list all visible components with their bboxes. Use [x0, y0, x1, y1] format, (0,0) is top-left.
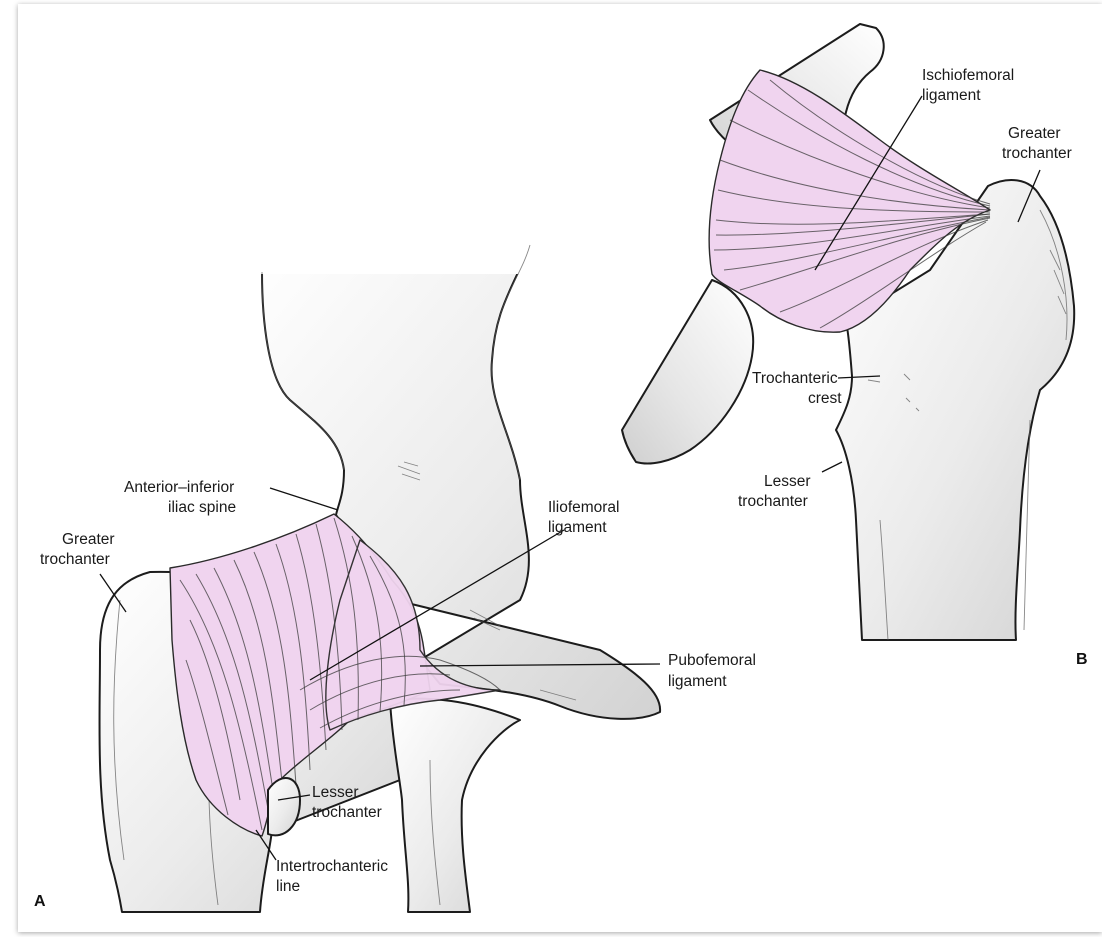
label-ischiofemoral-line2: ligament: [922, 87, 981, 104]
label-pubofemoral-line2: ligament: [668, 673, 727, 690]
label-ischiofemoral-line1: Ischiofemoral: [922, 67, 1014, 84]
label-greater-trochanter-a-line1: Greater: [62, 531, 115, 548]
ischial-bone-lower: [622, 280, 753, 464]
label-trochanteric-crest-line1: Trochanteric: [752, 370, 838, 387]
label-lesser-trochanter-b-line1: Lesser: [764, 473, 811, 490]
figure-card: Anterior–inferior iliac spine Greater tr…: [18, 4, 1102, 932]
label-intertrochanteric-line1: Intertrochanteric: [276, 858, 388, 875]
label-lesser-trochanter-b-line2: trochanter: [738, 493, 808, 510]
posterior-view: [622, 24, 1074, 640]
hip-ligaments-illustration: Anterior–inferior iliac spine Greater tr…: [18, 4, 1102, 932]
label-pubofemoral-line1: Pubofemoral: [668, 652, 756, 669]
label-aiis-line2: iliac spine: [168, 499, 236, 516]
ilium-top-mask: [250, 200, 550, 274]
label-trochanteric-crest-line2: crest: [808, 390, 842, 407]
femur-a-posterior: [390, 699, 520, 912]
leader-aiis: [270, 488, 338, 510]
lesser-trochanter-a-bone: [268, 778, 300, 835]
label-greater-trochanter-a-line2: trochanter: [40, 551, 110, 568]
label-aiis-line1: Anterior–inferior: [124, 479, 234, 496]
label-iliofemoral-line1: Iliofemoral: [548, 499, 620, 516]
leader-lesser-trochanter-b: [822, 462, 842, 472]
panel-letter-b: B: [1076, 651, 1088, 668]
label-iliofemoral-line2: ligament: [548, 519, 607, 536]
label-lesser-trochanter-a-line1: Lesser: [312, 784, 359, 801]
label-intertrochanteric-line2: line: [276, 878, 300, 895]
panel-letter-a: A: [34, 893, 46, 910]
label-greater-trochanter-b-line2: trochanter: [1002, 145, 1072, 162]
label-lesser-trochanter-a-line2: trochanter: [312, 804, 382, 821]
label-greater-trochanter-b-line1: Greater: [1008, 125, 1061, 142]
